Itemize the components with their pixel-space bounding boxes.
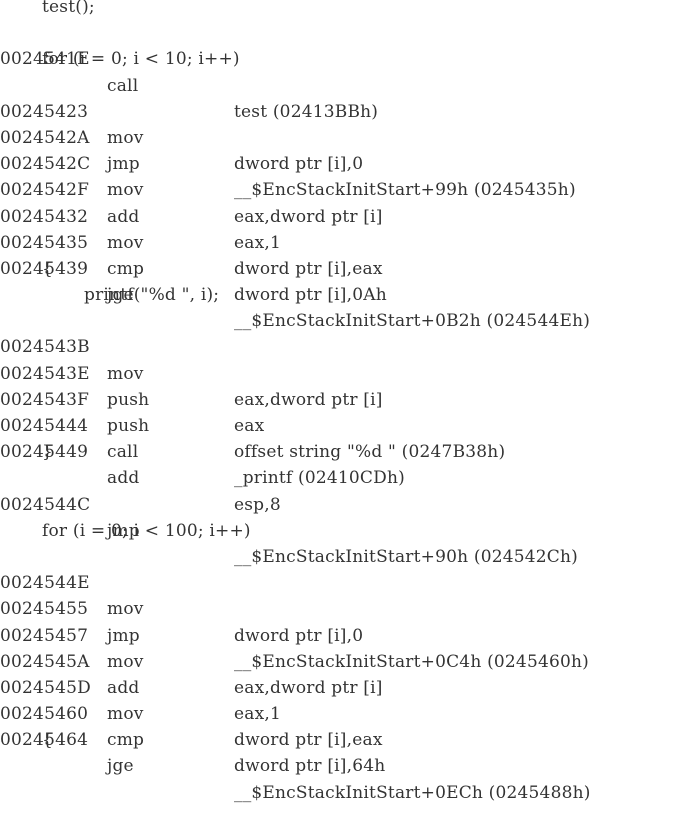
asm-mnemonic: call [107, 442, 139, 463]
source-line: { [42, 730, 54, 751]
asm-operands: _printf (02410CDh) [234, 468, 405, 489]
asm-line[interactable]: 0024543F push offset string "%d " (0247B… [0, 361, 675, 462]
source-line: test(); [42, 0, 95, 17]
asm-operands: test (02413BBh) [234, 101, 379, 122]
asm-line[interactable]: 00245435 cmp dword ptr [i],0Ah [0, 204, 675, 305]
asm-operands: __$EncStackInitStart+0ECh (0245488h) [234, 782, 591, 803]
asm-mnemonic: mov [107, 651, 144, 672]
asm-mnemonic: mov [107, 704, 144, 725]
asm-mnemonic: mov [107, 599, 144, 620]
asm-mnemonic: mov [107, 127, 144, 148]
asm-operands: eax,dword ptr [i] [234, 206, 383, 227]
asm-line[interactable]: 0024545D mov dword ptr [i],eax [0, 649, 675, 750]
asm-line[interactable]: 00245432 mov dword ptr [i],eax [0, 177, 675, 279]
asm-address: 00245432 [0, 206, 89, 227]
asm-mnemonic: jmp [107, 520, 140, 541]
asm-line[interactable]: 00245460 cmp dword ptr [i],64h [0, 675, 675, 776]
asm-mnemonic: push [107, 389, 150, 410]
asm-line[interactable]: 00245455 jmp __$EncStackInitStart+0C4h (… [0, 570, 675, 671]
asm-address: 0024545A [0, 651, 90, 672]
asm-address: 00245460 [0, 704, 89, 725]
asm-mnemonic: jmp [107, 625, 140, 646]
asm-address: 00245423 [0, 101, 89, 122]
asm-operands: offset string "%d " (0247B38h) [234, 442, 506, 463]
asm-mnemonic: mov [107, 363, 144, 384]
asm-operands: dword ptr [i],eax [234, 730, 383, 751]
asm-operands: dword ptr [i],0 [234, 625, 364, 646]
asm-address: 0024542A [0, 127, 90, 148]
disassembly-view[interactable]: test(); 0024541E call test (02413BBh) fo… [0, 0, 675, 803]
asm-line[interactable]: 00245423 mov dword ptr [i],0 [0, 73, 675, 174]
asm-address: 0024541E [0, 49, 90, 70]
asm-address: 0024544C [0, 494, 91, 515]
asm-mnemonic: mov [107, 180, 144, 201]
asm-operands: __$EncStackInitStart+99h (0245435h) [234, 180, 576, 201]
asm-mnemonic: cmp [107, 258, 145, 279]
asm-mnemonic: add [107, 206, 140, 227]
asm-line[interactable]: 0024543E push eax [0, 334, 675, 436]
asm-operands: esp,8 [234, 494, 281, 515]
asm-line[interactable]: 00245464 jge __$EncStackInitStart+0ECh (… [0, 701, 675, 802]
asm-address: 00245435 [0, 232, 89, 253]
asm-mnemonic: jmp [107, 154, 140, 175]
asm-line[interactable]: 0024544E mov dword ptr [i],0 [0, 544, 675, 645]
asm-mnemonic: cmp [107, 730, 145, 751]
asm-address: 00245457 [0, 625, 89, 646]
asm-line[interactable]: 00245444 call _printf (02410CDh) [0, 387, 675, 488]
asm-mnemonic: push [107, 416, 150, 437]
asm-mnemonic: call [107, 75, 139, 96]
asm-address: 0024545D [0, 677, 91, 698]
asm-line[interactable]: 0024542A jmp __$EncStackInitStart+99h (0… [0, 99, 675, 200]
asm-line[interactable]: 0024542F add eax,1 [0, 151, 675, 252]
source-line: for (i = 0; i < 100; i++) [42, 520, 251, 541]
asm-operands: eax,dword ptr [i] [234, 389, 383, 410]
asm-operands: eax,1 [234, 232, 282, 253]
asm-line[interactable]: 00245457 mov eax,dword ptr [i] [0, 596, 675, 698]
asm-operands: dword ptr [i],eax [234, 258, 383, 279]
asm-mnemonic: add [107, 468, 140, 489]
asm-operands: dword ptr [i],0Ah [234, 285, 387, 306]
asm-mnemonic: jge [107, 756, 134, 777]
asm-operands: dword ptr [i],0 [234, 154, 364, 175]
asm-address: 00245464 [0, 730, 89, 751]
asm-operands: __$EncStackInitStart+0B2h (024544Eh) [234, 311, 591, 332]
asm-operands: eax,dword ptr [i] [234, 677, 383, 698]
asm-address: 00245439 [0, 258, 89, 279]
asm-address: 0024543B [0, 337, 90, 358]
asm-address: 00245455 [0, 599, 89, 620]
asm-address: 0024543E [0, 363, 90, 384]
asm-operands: eax,1 [234, 704, 282, 725]
asm-line[interactable]: 00245449 add esp,8 [0, 413, 675, 514]
asm-line[interactable]: 0024544C jmp __$EncStackInitStart+90h (0… [0, 465, 675, 567]
blank-line [0, 492, 675, 518]
asm-line[interactable]: 0024541E call test (02413BBh) [0, 20, 675, 121]
asm-address: 0024542C [0, 154, 91, 175]
asm-line[interactable]: 00245439 jge __$EncStackInitStart+0B2h (… [0, 230, 675, 331]
asm-operands: eax [234, 416, 265, 437]
asm-line[interactable]: 0024542C mov eax,dword ptr [i] [0, 125, 675, 226]
asm-address: 0024542F [0, 180, 90, 201]
asm-address: 00245449 [0, 442, 89, 463]
source-line: { [42, 258, 54, 279]
asm-mnemonic: mov [107, 232, 144, 253]
asm-mnemonic: add [107, 677, 140, 698]
asm-mnemonic: jge [107, 285, 134, 306]
asm-operands: dword ptr [i],64h [234, 756, 386, 777]
asm-line[interactable]: 0024543B mov eax,dword ptr [i] [0, 308, 675, 409]
asm-operands: __$EncStackInitStart+0C4h (0245460h) [234, 651, 589, 672]
source-line: printf("%d ", i); [84, 285, 220, 306]
asm-address: 0024544E [0, 573, 90, 594]
asm-address: 0024543F [0, 389, 90, 410]
asm-operands: __$EncStackInitStart+90h (024542Ch) [234, 546, 578, 567]
source-line: for (i = 0; i < 10; i++) [42, 49, 240, 70]
source-line: } [42, 442, 54, 463]
asm-line[interactable]: 0024545A add eax,1 [0, 623, 675, 724]
asm-address: 00245444 [0, 416, 89, 437]
